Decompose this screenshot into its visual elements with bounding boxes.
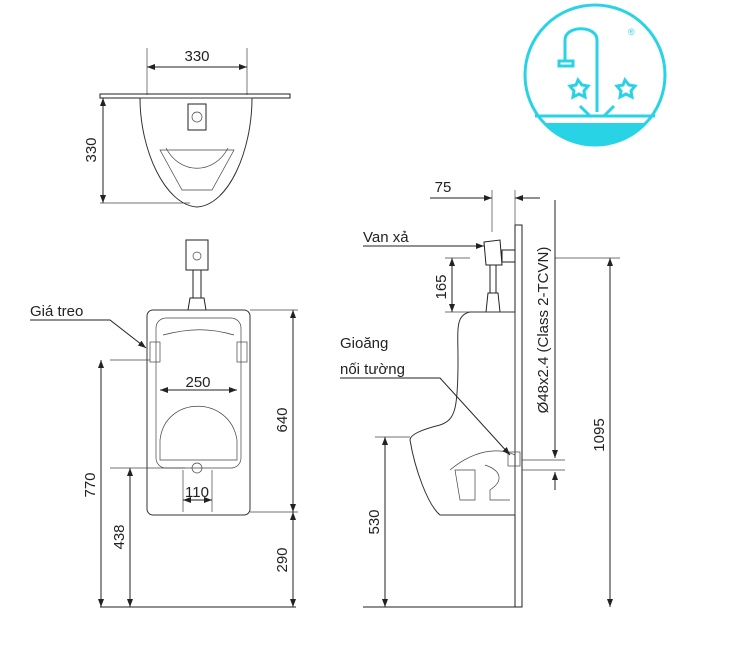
side-wall bbox=[514, 224, 523, 608]
gasket-label-line2: nối tường bbox=[340, 361, 405, 378]
total-height-label: 770 bbox=[82, 472, 99, 497]
brand-logo: ® bbox=[523, 3, 667, 147]
wall-line bbox=[99, 93, 291, 99]
inlet-height-label: 1095 bbox=[591, 418, 608, 451]
top-view: 330 330 bbox=[83, 48, 291, 208]
outlet-height-label: 438 bbox=[111, 524, 128, 549]
top-width-label: 330 bbox=[184, 48, 209, 65]
side-flush-valve bbox=[483, 239, 503, 266]
top-valve bbox=[187, 103, 207, 131]
side-view: 75 Van xả 165 Gioăng nối tường 530 1095 … bbox=[340, 179, 620, 608]
bowl-width-label: 250 bbox=[185, 374, 210, 391]
outlet-width-label: 110 bbox=[185, 484, 209, 501]
rim-height-label: 530 bbox=[366, 509, 383, 534]
top-depth-label: 330 bbox=[83, 137, 100, 162]
front-body bbox=[146, 309, 251, 516]
handle-star-right-icon bbox=[614, 77, 638, 100]
valve-height-label: 165 bbox=[433, 274, 450, 299]
bracket-label: Giá treo bbox=[30, 303, 83, 320]
valve-label: Van xả bbox=[363, 229, 409, 246]
faucet-icon bbox=[563, 27, 599, 112]
gasket-label-line1: Gioăng bbox=[340, 335, 388, 352]
front-view: Giá treo 250 110 640 290 770 438 bbox=[30, 239, 298, 608]
front-flush-valve bbox=[185, 239, 209, 271]
top-bowl-outline bbox=[139, 97, 253, 208]
pipe-spec-label: Ø48x2.4 (Class 2-TCVN) bbox=[535, 247, 552, 414]
valve-offset-label: 75 bbox=[435, 179, 452, 196]
side-body bbox=[409, 311, 516, 516]
body-height-label: 640 bbox=[274, 407, 291, 432]
floor-gap-label: 290 bbox=[274, 547, 291, 572]
handle-star-left-icon bbox=[567, 77, 591, 100]
registered-mark: ® bbox=[628, 27, 635, 37]
